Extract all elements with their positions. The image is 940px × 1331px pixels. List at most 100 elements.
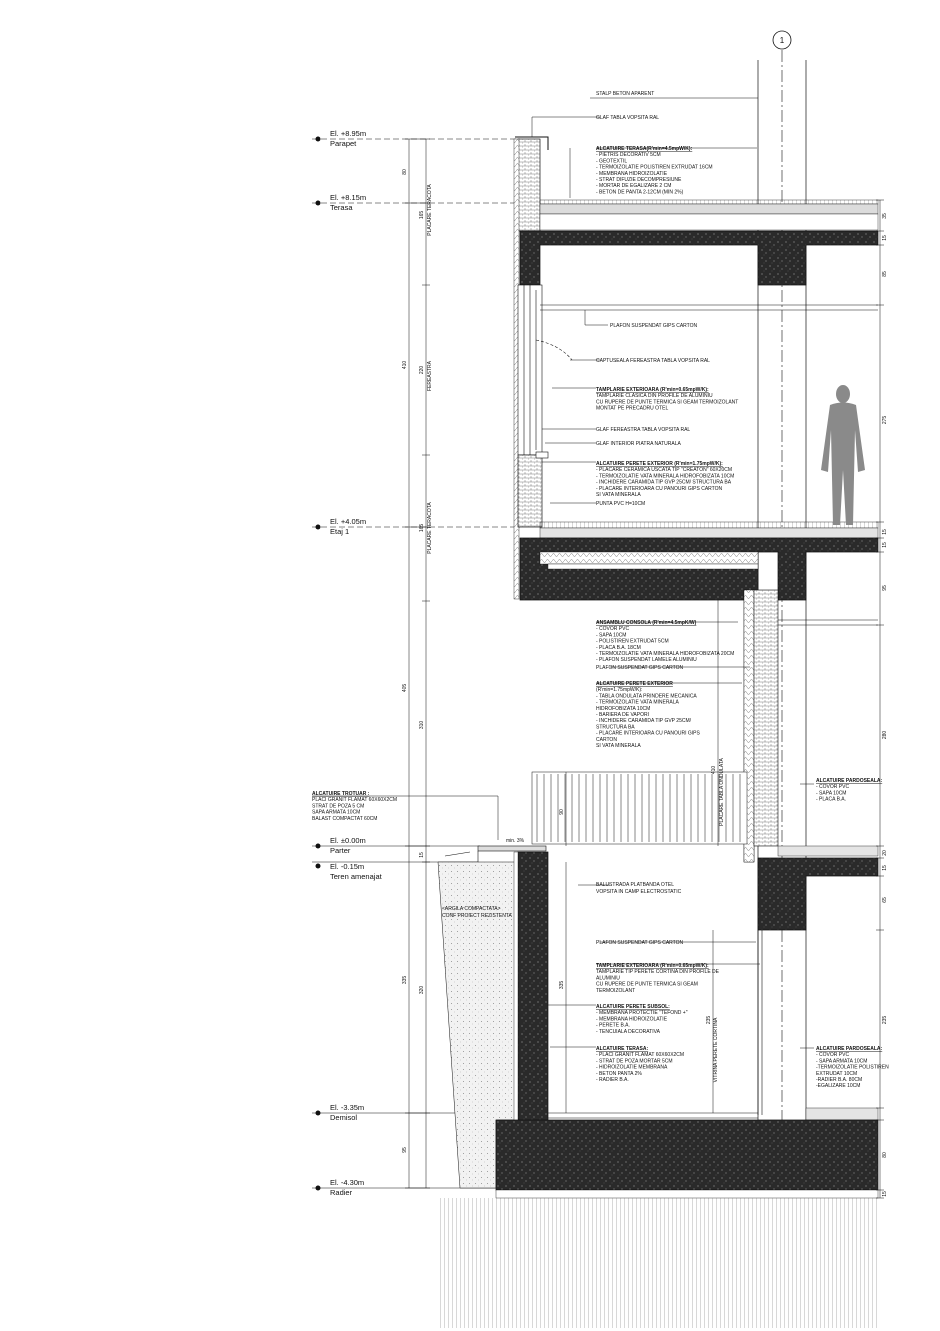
- callout-plafon-gips-1: PLAFON SUSPENDAT GIPS CARTON: [610, 323, 698, 329]
- note-line: - PLACA B.A.: [816, 797, 846, 803]
- callout-plafon-gips-2: PLAFON SUSPENDAT GIPS CARTON: [596, 665, 684, 671]
- level-elevation: El. +8.95m: [330, 129, 366, 138]
- note-line: TAMPLARIE TIP PERETE CORTINA DIN PROFILE…: [596, 969, 720, 975]
- dim-text: 335: [402, 976, 408, 985]
- note-line: - SAPA ARMATA 10CM: [816, 1058, 867, 1064]
- parapet: [513, 136, 549, 600]
- note-line: (R'min=1.75mpW/K):: [596, 687, 642, 693]
- dim-text: 15: [882, 529, 888, 535]
- note-line: BALAST COMPACTAT 60CM: [312, 816, 377, 822]
- callout-glaf-tabla: GLAF TABLA VOPSITA RAL: [596, 115, 659, 121]
- vertical-label: VITRINA PERETE CORTINA: [713, 1017, 719, 1082]
- center-dim-texts: 410 90 335 235 PLACARE TABLA ONDULATA VI…: [559, 757, 725, 1082]
- balustrade: [531, 771, 748, 845]
- level-radier: El. -4.30m Radier: [315, 1178, 364, 1197]
- note-line: - STRAT DIFUZIE DECOMPRESIUNE: [596, 177, 682, 183]
- dim-text: 15: [882, 542, 888, 548]
- note-title: TAMPLARIE EXTERIOARA (R'min=0.65mpW/K):: [596, 963, 709, 969]
- left-dimension-chains: [405, 138, 430, 1189]
- note-line: - TERMOIZOLATIE VATA MINERALA HIDROFOBIZ…: [596, 651, 734, 657]
- callout-argila-1: <ARGILA COMPACTATA>: [442, 906, 501, 912]
- dim-text: 95: [402, 1147, 408, 1153]
- ground-hatch: [438, 1198, 878, 1328]
- level-elevation: El. -3.35m: [330, 1103, 364, 1112]
- dim-text: 65: [882, 897, 888, 903]
- left-inner-dim-texts: 165 220 165 310 15 320: [419, 211, 425, 995]
- note-line: CU RUPERE DE PUNTE TERMICA SI GEAM: [596, 982, 698, 988]
- callout-plafon-gips-3: PLAFON SUSPENDAT GIPS CARTON: [596, 940, 684, 946]
- callout-stalp: STALP BETON APARENT: [596, 91, 654, 97]
- level-demisol: El. -3.35m Demisol: [315, 1103, 364, 1122]
- dim-text: 320: [419, 986, 425, 995]
- level-parapet: El. +8.95m Parapet: [315, 129, 366, 148]
- dim-text: 15: [882, 235, 888, 241]
- level-name: Terasa: [330, 203, 353, 212]
- note-line: - PIETRIS DECORATIV 5CM: [596, 152, 661, 158]
- callout-captuseala: CAPTUSEALA FEREASTRA TABLA VOPSITA RAL: [596, 358, 710, 364]
- dim-text: 35: [882, 213, 888, 219]
- note-line: - COVOR PVC: [816, 784, 849, 790]
- callout-balustrada-2: VOPSITA IN CAMP ELECTROSTATIC: [596, 889, 682, 895]
- note-line: EXTRUDAT 10CM: [816, 1071, 857, 1077]
- dim-text: 15: [882, 865, 888, 871]
- dim-text: 165: [419, 524, 425, 533]
- callout-argila-2: CONF PROIECT REZISTENTA: [442, 913, 512, 919]
- ground-floor-slab: [757, 845, 879, 931]
- note-trotuar: ALCATUIRE TROTUAR :PLACI GRANIT FLAMAT 6…: [312, 791, 397, 822]
- note-perete2: ALCATUIRE PERETE EXTERIOR(R'min=1.75mpW/…: [596, 681, 700, 749]
- level-elevation: El. ±0.00m: [330, 836, 366, 845]
- note-line: - TERMOIZOLATIE VATA MINERALA: [596, 700, 680, 706]
- dim-text: 235: [706, 1016, 712, 1025]
- human-figure-silhouette: [821, 385, 865, 525]
- note-line: SAPA ARMATA 10CM: [312, 810, 360, 816]
- note-line: SI VATA MINERALA: [596, 743, 641, 749]
- note-line: ALUMINIU: [596, 975, 620, 981]
- note-title: TAMPLARIE EXTERIOARA (R'min=0.65mpW/K):: [596, 387, 709, 393]
- note-line: - MEMBRANA HIDROIZOLATIE: [596, 1016, 668, 1022]
- note-line: - STRAT DE POZA MORTAR 5CM: [596, 1058, 673, 1064]
- note-line: - PLACARE CERAMICA USCATA TIP "CREATON" …: [596, 467, 732, 473]
- note-line: - PLACA B.A. 18CM: [596, 645, 641, 651]
- note-line: - BETON PANTA 2%: [596, 1071, 642, 1077]
- level-name: Demisol: [330, 1113, 357, 1122]
- note-line: HIDROFOBIZATA 10CM: [596, 706, 650, 712]
- note-line: -TERMOIZOLATIE POLISTIREN: [816, 1065, 889, 1071]
- note-tamplarie1: TAMPLARIE EXTERIOARA (R'min=0.65mpW/K):T…: [596, 387, 738, 412]
- callout-balustrada-1: BALUSTRADA PLATBANDA OTEL: [596, 882, 674, 888]
- vertical-label: PLACARE TERACOTA: [427, 184, 433, 236]
- dim-text: 235: [882, 1016, 888, 1025]
- note-line: PLACI GRANIT FLAMAT 60X60X2CM: [312, 797, 397, 803]
- level-name: Teren amenajat: [330, 872, 383, 881]
- note-line: - PLACARE INTERIOARA CU PANOURI GIPS CAR…: [596, 486, 723, 492]
- dim-text: 335: [559, 981, 565, 990]
- dim-text: 165: [419, 211, 425, 220]
- dim-text: 280: [882, 731, 888, 740]
- note-title: ANSAMBLU CONSOLA (R'min=4.5mpK/W): [596, 620, 697, 626]
- note-title: ALCATUIRE TERASA(R'min=4.5mpW/K):: [596, 146, 693, 152]
- note-line: - BETON DE PANTA 2-12CM (MIN 2%): [596, 189, 684, 195]
- level-elevation: El. +4.05m: [330, 517, 366, 526]
- note-terasa: ALCATUIRE TERASA(R'min=4.5mpW/K):- PIETR…: [596, 146, 713, 195]
- note-line: - GEOTEXTIL: [596, 158, 627, 164]
- note-line: - PLACI GRANIT FLAMAT 60X60X2CM: [596, 1052, 684, 1058]
- callout-glaf-fereastra: GLAF FEREASTRA TABLA VOPSITA RAL: [596, 427, 690, 433]
- notes: ALCATUIRE TERASA(R'min=4.5mpW/K):- PIETR…: [312, 146, 889, 1089]
- note-tamplarie2: TAMPLARIE EXTERIOARA (R'min=0.65mpW/K):T…: [596, 963, 720, 994]
- note-line: - POLISTIREN EXTRUDAT 5CM: [596, 639, 669, 645]
- roof-slab: [519, 230, 879, 286]
- corrugated-wall: [743, 589, 878, 863]
- note-line: - PERETE B.A.: [596, 1023, 630, 1029]
- note-pardoseala1: ALCATUIRE PARDOSEALA:- COVOR PVC- SAPA 1…: [816, 778, 883, 803]
- upper-floor-wall: [517, 451, 549, 528]
- dim-text: 15: [419, 852, 425, 858]
- dim-text: 410: [402, 361, 408, 370]
- note-line: - PLACARE INTERIOARA CU PANOURI GIPS: [596, 731, 700, 737]
- note-line: - HIDROIZOLATIE MEMBRANA: [596, 1065, 668, 1071]
- dim-text: 80: [882, 1152, 888, 1158]
- note-line: - MEMBRANA HIDROIZOLATIE: [596, 171, 668, 177]
- axis-marker-label: 1: [780, 36, 785, 45]
- vertical-label: PLACARE TERACOTA: [427, 502, 433, 554]
- note-line: CARTON: [596, 737, 617, 743]
- dim-text: 275: [882, 416, 888, 425]
